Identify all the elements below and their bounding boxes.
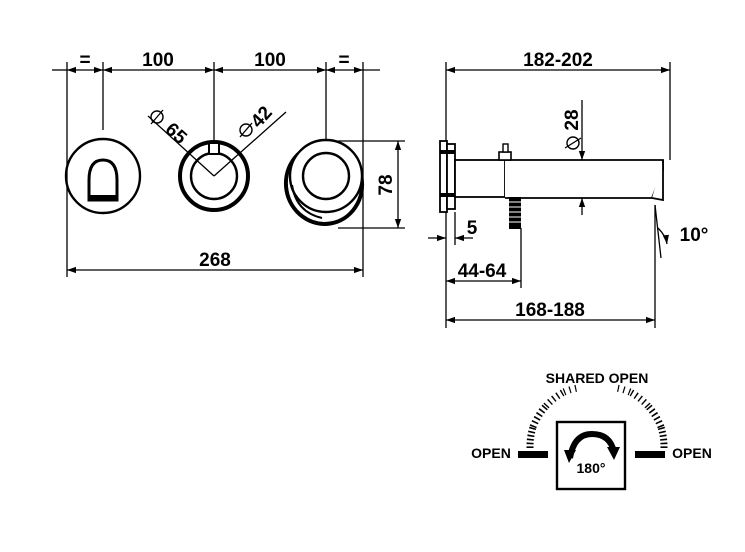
label-open-left: OPEN	[471, 445, 511, 461]
dim-total-width: 268	[199, 250, 231, 271]
open-bar-right	[635, 451, 665, 458]
handle-operation-diagram: SHARED OPEN OPEN OPEN 180°	[471, 370, 712, 491]
dim-angle: 10°	[680, 225, 709, 246]
dim-wall: 44-64	[458, 261, 507, 282]
front-view: = 100 100 = 65 42	[52, 50, 405, 277]
dim-spacing-right: 100	[254, 50, 286, 71]
label-shared-open: SHARED OPEN	[546, 370, 649, 386]
projection-dimension: 182-202	[446, 50, 670, 74]
dim-projection: 182-202	[523, 50, 593, 71]
dim-equal-right: =	[338, 50, 349, 71]
rotation-arrow-icon	[564, 430, 620, 463]
mixer-handle-front: 65 42	[147, 102, 287, 212]
diverter-handle-front	[283, 138, 365, 226]
dim-spout: 168-188	[515, 300, 585, 321]
spout-front	[64, 137, 142, 215]
open-bar-left	[518, 451, 548, 458]
plate-dimension: 5	[428, 218, 478, 242]
dim-spacing-left: 100	[142, 50, 174, 71]
top-dimension-chain: = 100 100 =	[52, 50, 380, 74]
side-view: 182-202	[428, 50, 708, 328]
side-body	[439, 140, 664, 229]
spout-dimension: 168-188	[446, 300, 655, 324]
rotation-arc-right	[615, 384, 668, 449]
label-rotation: 180°	[577, 460, 606, 476]
dim-height: 78	[376, 174, 397, 195]
dim-plate: 5	[467, 218, 478, 239]
wall-dimension: 44-64	[446, 261, 521, 285]
dim-diameter-28: 28	[562, 109, 583, 130]
height-dimension: 78	[376, 141, 402, 228]
spout-diameter-dimension: 28	[562, 100, 586, 215]
dim-diameter-65: 65	[161, 119, 191, 149]
total-width-dimension: 268	[67, 250, 363, 274]
dim-equal-left: =	[79, 50, 90, 71]
label-open-right: OPEN	[672, 445, 712, 461]
angle-dimension: 10°	[654, 204, 709, 259]
rotation-arc-left	[526, 384, 579, 449]
